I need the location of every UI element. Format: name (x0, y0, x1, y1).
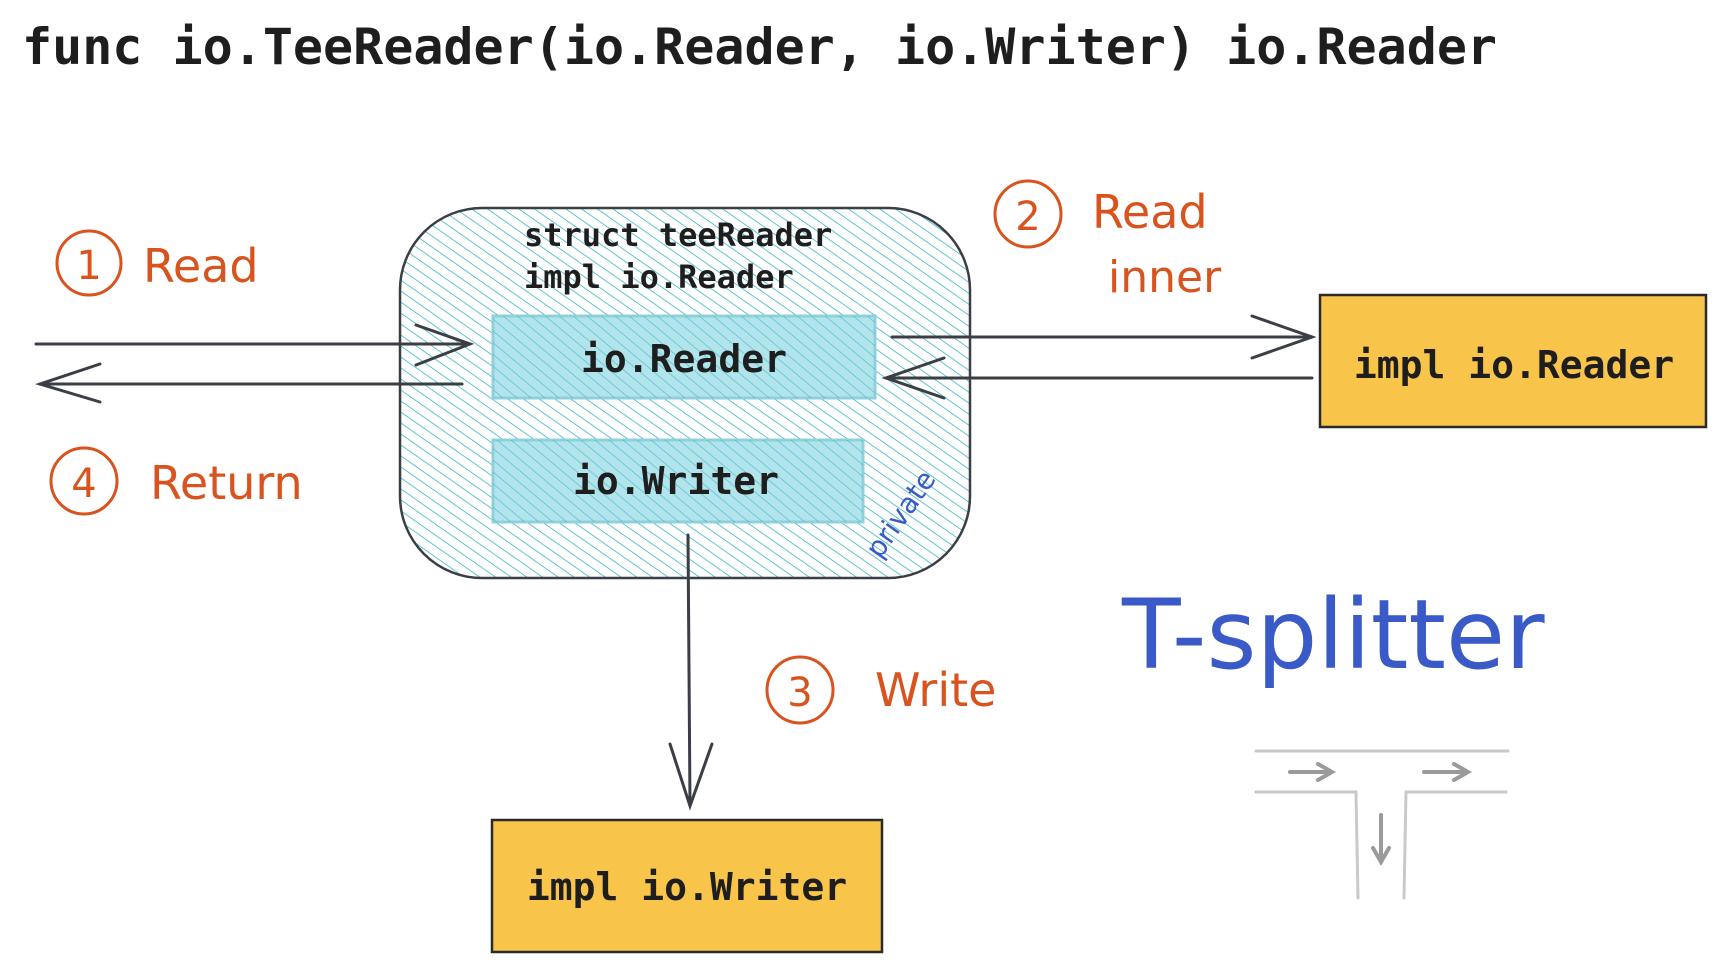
inner-return-arrow (881, 356, 1314, 400)
step-3-circle (765, 655, 835, 725)
reader-field-box: io.Reader (491, 314, 877, 400)
read-inner-arrow (890, 314, 1317, 360)
step-2-label-line1: Read (1092, 185, 1208, 239)
step-2-number: 2 (1015, 194, 1040, 240)
step-2-circle (993, 179, 1063, 249)
step-3-number: 3 (787, 670, 812, 716)
read-arrow (34, 323, 475, 367)
step-1-circle (55, 229, 123, 297)
step-4-circle (49, 446, 119, 516)
impl-reader-box: impl io.Reader (1318, 293, 1708, 429)
step-3-label: Write (875, 663, 996, 717)
struct-impl-label: impl io.Reader (524, 258, 794, 296)
writer-field-label: io.Writer (573, 459, 779, 503)
reader-field-label: io.Reader (581, 337, 787, 381)
step-2-annotation: 2 Read inner (993, 179, 1222, 303)
write-arrow (668, 533, 714, 811)
t-splitter-pipe-icon (1254, 749, 1510, 900)
step-4-number: 4 (71, 461, 96, 507)
step-2-label-line2: inner (1108, 252, 1222, 303)
struct-name-label: struct teeReader (524, 216, 832, 254)
writer-field-box: io.Writer (491, 438, 865, 524)
impl-writer-box: impl io.Writer (490, 818, 884, 954)
impl-reader-label: impl io.Reader (1354, 343, 1674, 387)
t-splitter-title: T-splitter (1121, 579, 1545, 691)
step-1-annotation: 1 Read (55, 229, 259, 297)
step-1-number: 1 (76, 243, 101, 289)
function-signature: func io.TeeReader(io.Reader, io.Writer) … (22, 18, 1498, 76)
step-4-annotation: 4 Return (49, 446, 303, 516)
step-1-label: Read (143, 239, 259, 293)
impl-writer-label: impl io.Writer (527, 865, 847, 909)
step-3-annotation: 3 Write (765, 655, 996, 725)
step-4-label: Return (150, 456, 303, 510)
return-arrow (35, 362, 464, 404)
t-splitter-flow-arrows (1288, 762, 1473, 867)
